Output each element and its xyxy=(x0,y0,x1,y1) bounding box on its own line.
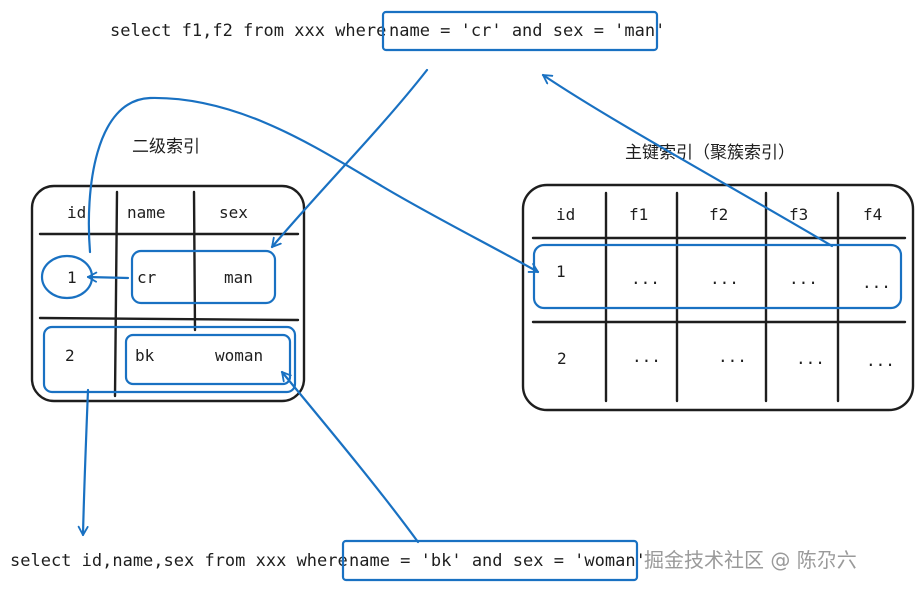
secondary-col-divider-1 xyxy=(113,190,119,398)
row2-key-highlight xyxy=(124,333,292,386)
clustered-row1-id: 1 xyxy=(556,262,566,281)
secondary-row1-sex: man xyxy=(224,268,253,287)
secondary-row2-id: 2 xyxy=(65,346,75,365)
clustered-row1-f2: ... xyxy=(710,269,739,288)
clustered-row2-id: 2 xyxy=(557,349,567,368)
clustered-index-table: id f1 f2 f3 f4 1 ... ... ... ... 2 ... .… xyxy=(521,183,915,412)
watermark: 掘金技术社区 @ 陈尕六 xyxy=(644,548,857,572)
clustered-index-caption: 主键索引（聚簇索引） xyxy=(625,143,795,163)
clustered-table-border xyxy=(521,183,915,412)
clustered-row1-f3: ... xyxy=(789,269,818,288)
bottom-query-condition: name = 'bk' and sex = 'woman' xyxy=(349,551,646,571)
secondary-table-border xyxy=(30,184,306,403)
top-query-prefix: select f1,f2 from xxx where xyxy=(110,21,386,41)
arrow-bottom-query-to-secondary xyxy=(280,370,420,544)
row2-highlight xyxy=(42,325,297,394)
bottom-query-prefix: select id,name,sex from xxx where xyxy=(10,551,348,571)
top-condition-highlight xyxy=(381,10,659,52)
clustered-row1-highlight xyxy=(532,243,903,310)
top-query-condition: name = 'cr' and sex = 'man' xyxy=(389,21,665,41)
secondary-header-sex: sex xyxy=(219,203,248,222)
secondary-row1-id: 1 xyxy=(67,268,77,287)
clustered-row2-f4: ... xyxy=(866,351,895,370)
clustered-row2-f1: ... xyxy=(632,347,661,366)
secondary-row2-name: bk xyxy=(135,346,155,365)
row1-key-highlight xyxy=(130,249,277,305)
secondary-row1-name: cr xyxy=(137,268,157,287)
secondary-index-caption: 二级索引 xyxy=(132,137,200,157)
arrow-secondary-to-bottom-query xyxy=(77,388,90,537)
clustered-header-f3: f3 xyxy=(789,205,808,224)
secondary-header-name: name xyxy=(127,203,166,222)
arrow-query-to-secondary xyxy=(270,68,429,249)
clustered-row2-f2: ... xyxy=(718,347,747,366)
clustered-header-f2: f2 xyxy=(709,205,728,224)
clustered-header-f4: f4 xyxy=(863,205,882,224)
secondary-col-divider-2 xyxy=(192,190,197,332)
arrow-clustered-to-query xyxy=(541,73,834,248)
secondary-header-id: id xyxy=(67,203,86,222)
clustered-row1-f4: ... xyxy=(862,273,891,292)
secondary-index-table: id name sex 1 cr man 2 bk woman xyxy=(30,184,306,403)
clustered-header-f1: f1 xyxy=(629,205,648,224)
arrow-key-to-id xyxy=(86,271,130,283)
arrow-secondary-to-clustered xyxy=(87,96,540,274)
secondary-row-divider xyxy=(38,316,300,322)
clustered-row2-f3: ... xyxy=(796,349,825,368)
clustered-header-id: id xyxy=(556,205,575,224)
bottom-condition-highlight xyxy=(341,539,639,582)
secondary-row2-sex: woman xyxy=(215,346,263,365)
clustered-row1-f1: ... xyxy=(631,269,660,288)
